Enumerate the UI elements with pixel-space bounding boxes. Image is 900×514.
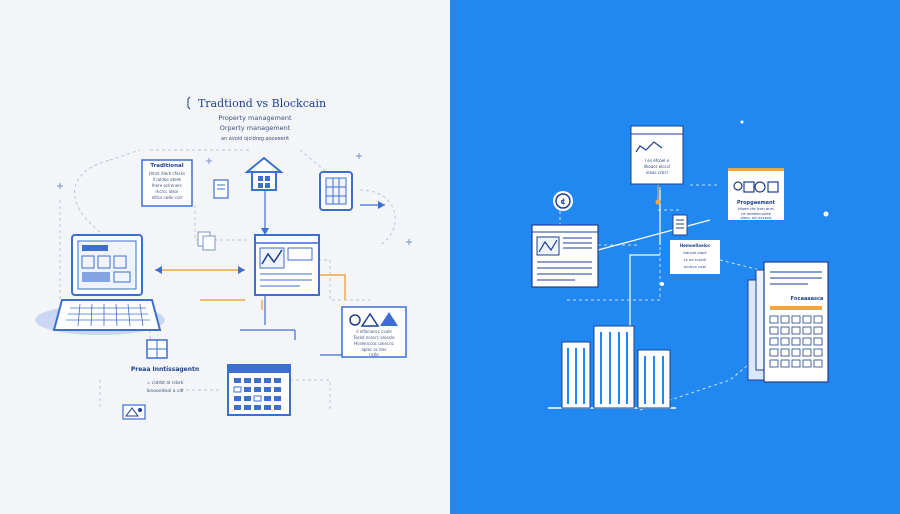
browser-document-window [531, 224, 599, 288]
file-small-icon [197, 231, 216, 251]
document-small-icon [213, 179, 229, 199]
photo-card-line: aplec oc itec [361, 347, 386, 352]
laptop-icon [35, 234, 165, 335]
mid-card-line: Hemoellaeloc [680, 243, 711, 248]
title-bracket-left [187, 96, 191, 110]
left-dashed-connectors [59, 149, 396, 410]
central-document-window [254, 234, 320, 296]
title-line-1: Property management [218, 114, 292, 122]
image-tile-icon [122, 404, 146, 420]
top-doc-line: I es efcoel e [645, 158, 670, 163]
traditional-card-title: Traditional [150, 163, 183, 169]
small-file-icon [672, 214, 688, 236]
photo-card-line: Teclel ncocrc oniecle [352, 335, 395, 340]
property-card-line: ce aeeeecuulee [741, 211, 772, 216]
photo-card [341, 306, 407, 358]
photo-card-line: nclle [369, 352, 379, 357]
left-solid-connectors [240, 190, 385, 356]
top-document-card [630, 125, 684, 185]
ledger-label: Fncaaaasca [791, 296, 824, 302]
buildings-icon [548, 325, 676, 409]
traditional-card-line: Il raldue ateek [153, 177, 183, 182]
left-orange-connectors [155, 269, 346, 310]
mid-card-line: Itancel oloct [683, 250, 707, 255]
coin-icon: ¢ [553, 191, 573, 211]
traditional-card-line: Hmrk itlerk cfecks [149, 171, 185, 176]
mid-text-card [670, 240, 720, 274]
property-card [728, 168, 784, 220]
property-card-title: Propgaement [737, 200, 776, 206]
photo-card-line: Hcelenccoc uinecnc [354, 341, 394, 346]
traditional-card-line: elitcs cwlle colr [152, 195, 183, 200]
process-subline: Ionooedeal a cdl [146, 388, 183, 394]
process-subline: = cidrbt ol rcbrk [147, 380, 184, 386]
title-line-3: an avoid ojcidreg aoceeerit [221, 136, 289, 142]
photo-card-line: Il elfacioncc ccole [356, 329, 392, 334]
traditional-card-line: Ihere eclrenerc [152, 183, 182, 188]
top-doc-line: llkoacs elcccl [644, 164, 670, 169]
property-card-line: alecc olc eccoce [740, 215, 772, 220]
calendar-ledger-icon [227, 364, 291, 416]
node-dots [660, 120, 829, 286]
property-card-line: Hloee cfe lcoh anrc [738, 206, 774, 211]
ledger-document-stack [747, 261, 829, 383]
window-grid-icon [146, 339, 168, 359]
diagram-title: Tradtiond vs Blockcain [198, 97, 326, 110]
svg-text:¢: ¢ [560, 197, 566, 206]
sparkle-icons [57, 153, 412, 245]
process-label: Preaa Inntissagentn [131, 366, 199, 373]
mid-card-line: cc oe tcoclh [684, 257, 707, 262]
building-grid-icon [319, 171, 353, 211]
house-icon [244, 156, 284, 191]
arrowheads [155, 201, 385, 274]
traditional-card-line: rkcrcc lokor [155, 189, 179, 194]
title-line-2: Orperty management [220, 124, 291, 132]
top-doc-line: ineac cdcrr [646, 170, 669, 175]
mid-card-line: ecdccc ocel [684, 264, 706, 269]
traditional-card [141, 159, 193, 207]
right-solid-connectors [597, 190, 711, 340]
